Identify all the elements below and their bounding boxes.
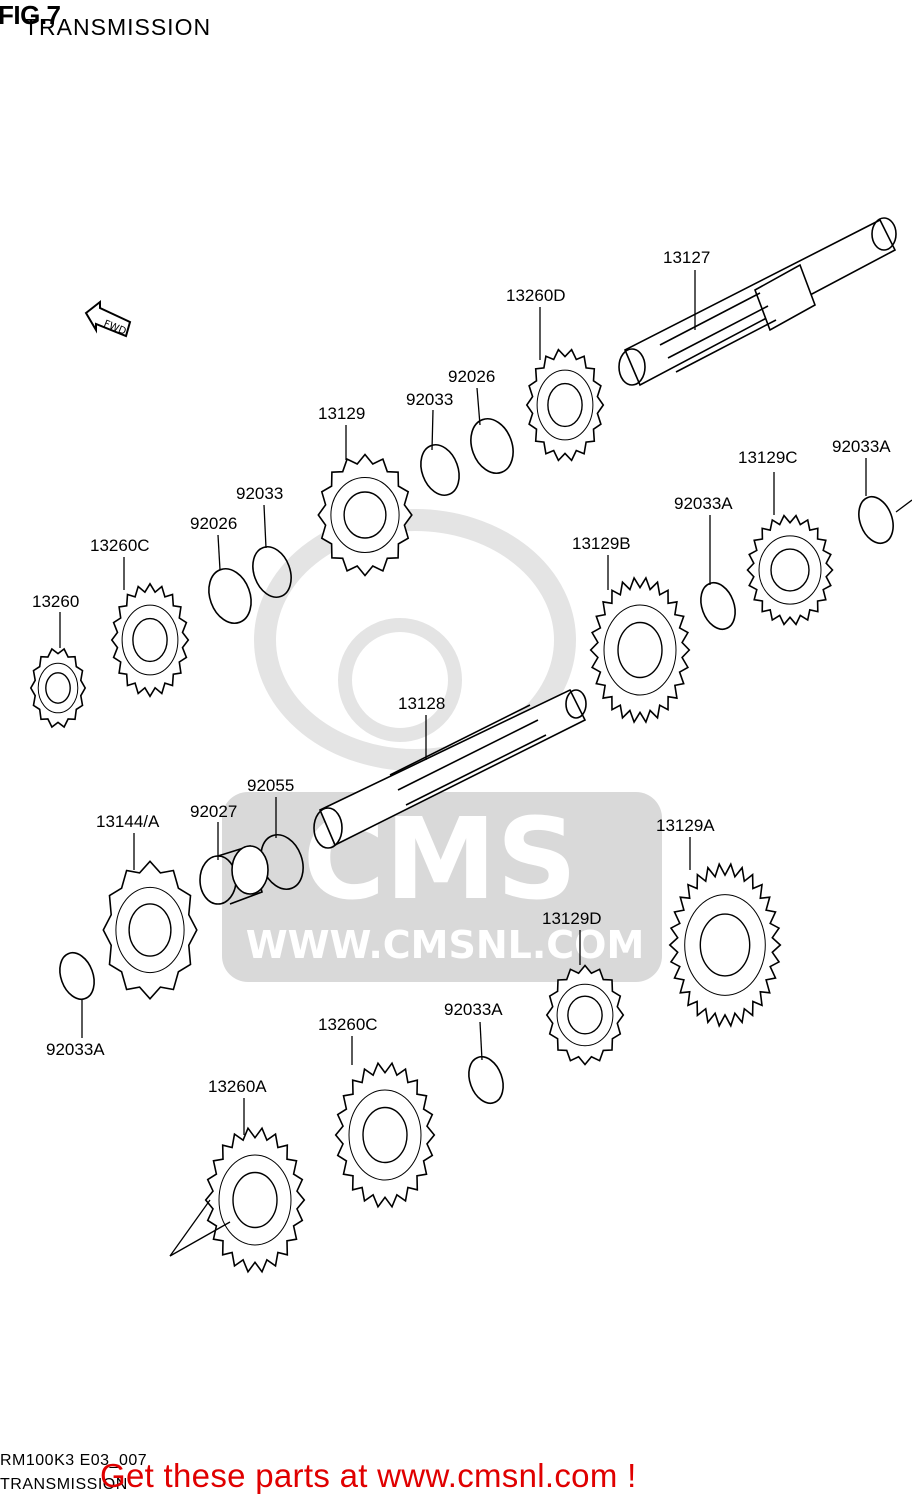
part-label-92033a-mid[interactable]: 92033A: [674, 494, 733, 513]
part-label-13260[interactable]: 13260: [32, 592, 80, 611]
part-label-13129d[interactable]: 13129D: [542, 909, 602, 928]
part-label-13260d[interactable]: 13260D: [506, 286, 566, 305]
part-label-92026-left[interactable]: 92026: [190, 514, 238, 533]
part-label-13129a[interactable]: 13129A: [656, 816, 715, 835]
footer-section: TRANSMISSION: [0, 1476, 128, 1493]
part-label-92033a-sprocket[interactable]: 92033A: [46, 1040, 105, 1059]
gear-13260c-upper-icon: [110, 582, 190, 698]
gear-13129-icon: [317, 453, 413, 577]
watermark-url: WWW.CMSNL.COM: [246, 923, 645, 967]
forward-arrow-icon: FWD: [84, 299, 132, 338]
circlip-92033-left: [252, 546, 292, 598]
part-label-92026-upper[interactable]: 92026: [448, 367, 496, 386]
gear-13260a-icon: [204, 1126, 306, 1274]
gear-13260-icon: [29, 647, 87, 729]
diagram-code: RM100K3 E03_007: [0, 1452, 148, 1469]
promo-link[interactable]: Get these parts at www.cmsnl.com !: [100, 1457, 637, 1494]
part-label-92027[interactable]: 92027: [190, 802, 238, 821]
gear-13260d-icon: [525, 348, 605, 462]
circlip-92033a-lower: [468, 1055, 504, 1105]
part-label-13129[interactable]: 13129: [318, 404, 366, 423]
circlip-92033a-right: [858, 495, 894, 545]
gear-13129d-icon: [545, 964, 625, 1066]
gear-13260c-lower-icon: [334, 1061, 436, 1209]
part-label-92055[interactable]: 92055: [247, 776, 295, 795]
part-label-13260c-upper[interactable]: 13260C: [90, 536, 150, 555]
figure-number: FIG.7: [0, 0, 61, 30]
part-label-92033-left[interactable]: 92033: [236, 484, 284, 503]
section-title: TRANSMISSION: [24, 14, 212, 40]
part-label-13260a[interactable]: 13260A: [208, 1077, 267, 1096]
part-label-13260c-lower[interactable]: 13260C: [318, 1015, 378, 1034]
part-label-92033-upper[interactable]: 92033: [406, 390, 454, 409]
thrust-washer-92026-left: [208, 568, 252, 624]
part-label-92033a-right[interactable]: 92033A: [832, 437, 891, 456]
part-label-13128[interactable]: 13128: [398, 694, 446, 713]
gear-13129b-icon: [589, 576, 691, 724]
thrust-washer-92026-upper: [470, 418, 514, 474]
circlip-92033a-sprocket: [59, 951, 95, 1001]
gear-13129c-icon: [746, 514, 834, 626]
part-label-13127[interactable]: 13127: [663, 248, 711, 267]
gear-13129a-icon: [668, 862, 782, 1028]
countershaft-13127: [618, 217, 897, 387]
circlip-92033-upper: [420, 444, 460, 496]
part-label-13129c[interactable]: 13129C: [738, 448, 798, 467]
driveshaft-13128: [313, 688, 587, 849]
circlip-92033a-mid: [700, 581, 736, 631]
part-label-13129b[interactable]: 13129B: [572, 534, 631, 553]
part-label-92033a-lower[interactable]: 92033A: [444, 1000, 503, 1019]
part-label-13144a[interactable]: 13144/A: [96, 812, 160, 831]
sprocket-13144a-icon: [102, 860, 198, 1001]
